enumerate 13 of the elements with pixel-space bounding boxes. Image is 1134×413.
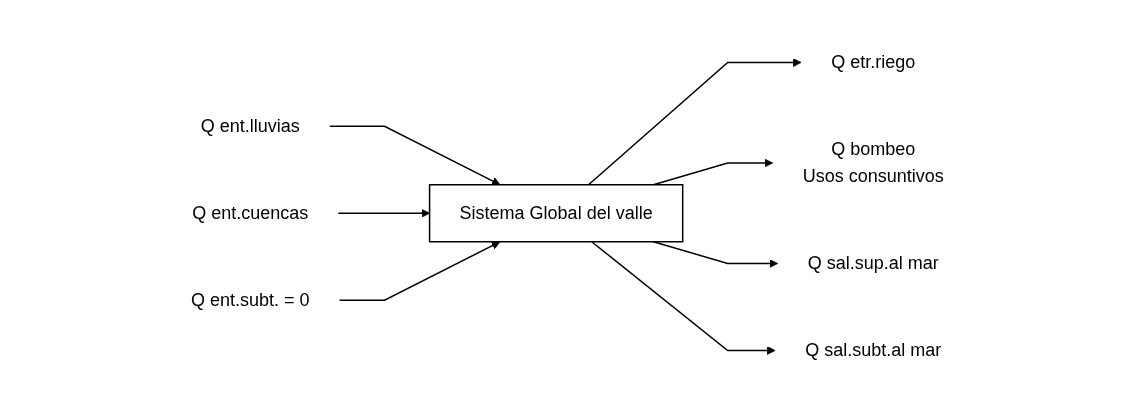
node-text: Q etr.riego: [830, 52, 915, 72]
node-text: Q bombeo Usos consuntivos: [802, 139, 944, 186]
arrow: [587, 58, 802, 186]
node-box: Sistema Global del valle: [428, 184, 684, 243]
node-text: Q ent.subt. = 0: [190, 289, 310, 310]
arrow: [337, 208, 430, 218]
node-text: Q ent.lluvias: [200, 115, 300, 136]
node-text: Q sal.sup.al mar: [807, 253, 939, 273]
node-text: Q ent.cuencas: [191, 202, 308, 223]
arrow: [590, 241, 776, 355]
node-text: Q sal.subt.al mar: [804, 340, 941, 360]
arrow: [328, 125, 500, 186]
arrow: [338, 241, 500, 301]
